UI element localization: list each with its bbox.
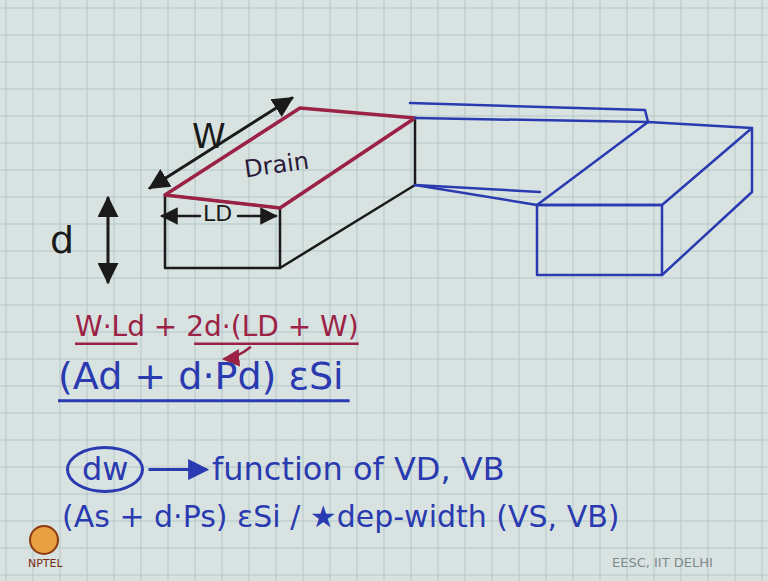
grid-line xyxy=(0,35,768,36)
device-sketch xyxy=(108,98,752,282)
grid-line xyxy=(0,413,768,414)
dimension-label: LD xyxy=(203,202,232,226)
grid-line xyxy=(0,224,768,225)
formula-text: W·Ld + 2d·(LD + W) xyxy=(75,312,359,343)
depth-arrow xyxy=(107,198,110,282)
dimension-label: d xyxy=(50,220,74,262)
grid-line xyxy=(0,197,768,198)
formula-text: (Ad + d·Pd) εSi xyxy=(58,356,344,398)
source-top-face xyxy=(537,122,752,205)
channel-edge xyxy=(415,118,648,122)
grid-line xyxy=(0,170,768,171)
grid-line xyxy=(0,548,768,549)
node-text: Drain xyxy=(242,148,310,183)
leader-arrow xyxy=(148,468,207,471)
grid-line xyxy=(0,440,768,441)
grid-line xyxy=(0,62,768,63)
source-side-face xyxy=(662,128,752,275)
length-arrow xyxy=(238,215,276,218)
note-text: function of VD, VB xyxy=(212,452,505,487)
grid-line xyxy=(0,494,768,495)
grid-line xyxy=(0,89,768,90)
length-arrow xyxy=(162,215,200,218)
circle-outline xyxy=(68,448,143,492)
grid-line xyxy=(0,143,768,144)
watermark: NPTEL xyxy=(28,558,63,570)
grid-line xyxy=(0,575,768,576)
watermark: EESC, IIT DELHI xyxy=(612,556,713,570)
fraction-bar xyxy=(58,399,350,402)
drain-top-outline xyxy=(165,108,415,208)
grid-line xyxy=(0,251,768,252)
grid-line xyxy=(0,8,768,9)
circled-term: dw xyxy=(66,446,144,493)
underline xyxy=(194,343,359,346)
underline xyxy=(75,343,137,346)
annotations xyxy=(58,344,359,470)
dimension-label: W xyxy=(192,118,226,155)
node-text: dw xyxy=(82,452,128,487)
channel-edge xyxy=(415,185,537,205)
grid-line xyxy=(0,305,768,306)
channel-edge xyxy=(410,103,648,122)
formula-text: (As + d·Ps) εSi / ★dep-width (VS, VB) xyxy=(62,500,620,533)
source-front-face xyxy=(537,205,662,275)
logo-mark xyxy=(30,526,58,554)
grid-line xyxy=(0,278,768,279)
